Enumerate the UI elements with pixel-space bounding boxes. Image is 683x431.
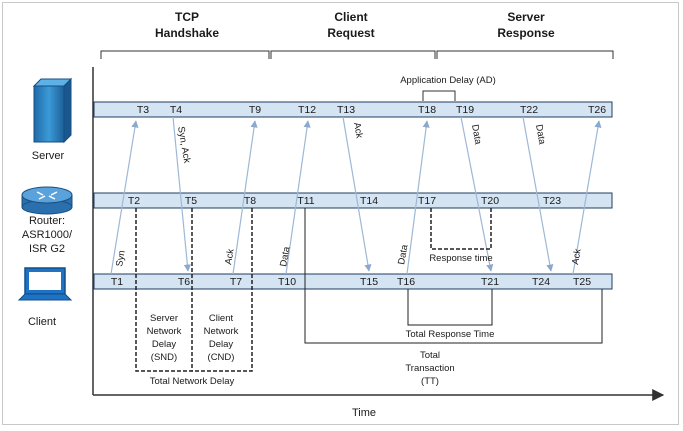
client-timeline <box>93 273 613 290</box>
diagram-frame: TCP Handshake Client Request Server Resp… <box>2 2 679 425</box>
ts-t4: T4 <box>170 104 182 116</box>
snd-line3: Delay <box>152 339 177 350</box>
total-response-time-label: Total Response Time <box>406 329 495 340</box>
response-data-arrow <box>460 116 494 272</box>
client-ack-arrow <box>572 120 602 275</box>
ts-t20: T20 <box>481 195 499 207</box>
router-timeline <box>93 192 613 209</box>
total-network-delay-label: Total Network Delay <box>150 376 235 387</box>
cnd-line1: Client <box>209 313 234 324</box>
server-timeline <box>93 101 613 118</box>
ts-t1: T1 <box>111 276 123 288</box>
laptop-icon <box>17 267 73 301</box>
ts-t7: T7 <box>230 276 242 288</box>
bracket-response <box>436 50 614 59</box>
msg-ack: Ack <box>223 248 237 266</box>
ts-t21: T21 <box>481 276 499 288</box>
syn-arrow <box>110 120 139 275</box>
msg-data-request2: Data <box>396 243 410 265</box>
ts-t22: T22 <box>520 104 538 116</box>
server-label: Server <box>32 150 65 162</box>
request-data2-arrow <box>406 120 430 275</box>
router-label-line3: ISR G2 <box>29 243 65 255</box>
phase-request-line1: Client <box>334 10 367 24</box>
ts-t10: T10 <box>278 276 296 288</box>
ts-t2: T2 <box>128 195 140 207</box>
ts-t5: T5 <box>185 195 197 207</box>
request-data-arrow <box>285 120 311 275</box>
phase-response-line2: Response <box>497 26 555 40</box>
phase-handshake-line2: Handshake <box>155 26 219 40</box>
ts-t11: T11 <box>297 195 314 207</box>
msg-data-response: Data <box>469 124 483 146</box>
response-time-bracket <box>430 208 492 250</box>
ts-t25: T25 <box>573 276 591 288</box>
ts-t9: T9 <box>249 104 261 116</box>
router-label-line2: ASR1000/ <box>22 229 73 241</box>
ts-t19: T19 <box>456 104 474 116</box>
msg-ack-server: Ack <box>351 122 365 140</box>
ts-t12: T12 <box>298 104 316 116</box>
total-response-time-bracket <box>407 289 493 326</box>
ts-t8: T8 <box>244 195 256 207</box>
msg-syn: Syn <box>114 249 128 267</box>
ts-t23: T23 <box>543 195 561 207</box>
cnd-line2: Network <box>204 326 239 337</box>
application-delay-bracket <box>422 90 456 101</box>
total-transaction-line3: (TT) <box>421 376 439 387</box>
msg-syn-ack: Syn, Ack <box>175 126 192 165</box>
ts-t14: T14 <box>360 195 378 207</box>
msg-data-response2: Data <box>533 124 547 146</box>
msg-data-request: Data <box>278 245 292 267</box>
total-transaction-line2: Transaction <box>405 363 454 374</box>
tcp-timing-diagram: TCP Handshake Client Request Server Resp… <box>17 10 665 419</box>
response-data2-arrow <box>522 116 554 272</box>
ts-t17: T17 <box>418 195 436 207</box>
phase-response-line1: Server <box>507 10 545 24</box>
ts-t6: T6 <box>178 276 190 288</box>
client-label: Client <box>28 316 56 328</box>
total-transaction-bracket <box>304 208 603 344</box>
router-label-line1: Router: <box>29 215 65 227</box>
ts-t3: T3 <box>137 104 149 116</box>
cnd-line3: Delay <box>209 339 234 350</box>
bracket-handshake <box>100 50 270 59</box>
ts-t24: T24 <box>532 276 550 288</box>
response-time-label: Response time <box>429 253 492 264</box>
ts-t16: T16 <box>397 276 415 288</box>
application-delay-label: Application Delay (AD) <box>400 75 496 86</box>
snd-line1: Server <box>150 313 178 324</box>
ts-t18: T18 <box>418 104 436 116</box>
ack-arrow <box>232 120 258 275</box>
snd-line4: (SND) <box>151 352 177 363</box>
time-axis-label: Time <box>352 407 376 419</box>
bracket-request <box>270 50 436 59</box>
ts-t26: T26 <box>588 104 606 116</box>
cnd-line4: (CND) <box>208 352 235 363</box>
phase-handshake-line1: TCP <box>175 10 199 24</box>
router-icon <box>21 186 73 215</box>
server-icon <box>32 77 73 144</box>
syn-ack-arrow <box>172 116 191 272</box>
snd-line2: Network <box>147 326 182 337</box>
total-transaction-line1: Total <box>420 350 440 361</box>
ts-t15: T15 <box>360 276 378 288</box>
ts-t13: T13 <box>337 104 355 116</box>
msg-ack-client: Ack <box>570 248 584 266</box>
total-network-delay-bracket <box>135 208 253 372</box>
phase-request-line2: Request <box>327 26 374 40</box>
server-ack-arrow <box>342 116 372 272</box>
